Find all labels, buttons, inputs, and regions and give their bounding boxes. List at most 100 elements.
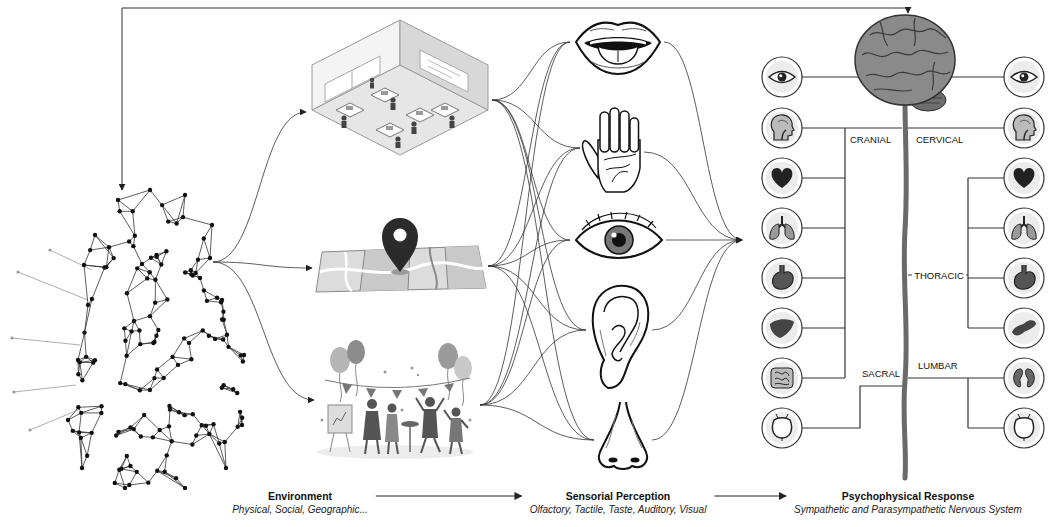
fan-line <box>488 266 586 330</box>
wireframe-figure <box>172 441 193 444</box>
organ-icon <box>1008 212 1040 244</box>
wireframe-figure <box>79 413 81 433</box>
eye-picture <box>605 226 633 254</box>
wireframe-figure <box>155 469 159 473</box>
wireframe-figure <box>192 434 209 445</box>
hand-picture <box>610 108 619 152</box>
wireframe-figure <box>165 472 185 488</box>
organ-icon <box>769 72 795 83</box>
wireframe-figure <box>223 440 227 444</box>
organ-icon <box>762 358 802 398</box>
wireframe-figure <box>146 480 150 484</box>
brain-picture <box>880 18 935 90</box>
wireframe-figure <box>76 372 80 376</box>
brain-picture <box>862 50 948 56</box>
wireframe-figure <box>198 239 204 260</box>
wireframe-figure <box>196 257 200 261</box>
wireframe-figure <box>120 356 126 383</box>
party-picture <box>409 424 411 452</box>
wireframe-figure <box>209 434 224 442</box>
map-picture <box>445 247 448 289</box>
wireframe-figure <box>123 486 127 490</box>
wireframe-figure <box>144 415 160 430</box>
wireframe-figure <box>138 388 142 392</box>
party-picture <box>365 398 468 454</box>
office-picture <box>312 20 488 155</box>
fan-line <box>492 42 570 100</box>
nose-picture <box>609 458 618 463</box>
wireframe-figure <box>161 376 165 380</box>
wireframe-figure <box>140 378 155 390</box>
office-picture <box>396 142 401 148</box>
wireframe-figure <box>85 453 89 457</box>
ear-picture <box>612 326 625 361</box>
office-picture <box>450 121 455 128</box>
wireframe-figure <box>157 428 161 432</box>
wireframe-figure <box>164 365 178 378</box>
wireframe-figure <box>224 320 227 335</box>
wireframe-figure <box>10 336 13 339</box>
organ-icon <box>1004 308 1044 348</box>
organ-icon <box>766 61 798 93</box>
wireframe-figure <box>118 190 150 200</box>
party-picture <box>425 397 435 407</box>
wireframe-figure <box>240 423 244 427</box>
mouth-picture <box>576 23 660 74</box>
party-picture <box>421 438 440 453</box>
organ-icon <box>766 162 798 194</box>
organ-icon <box>762 158 802 198</box>
organ-icon <box>1004 208 1044 248</box>
wireframe-figure <box>133 234 137 238</box>
party-picture <box>392 390 402 399</box>
wireframe-figure <box>176 363 180 367</box>
wireframe-figure <box>134 316 150 321</box>
wireframe-figure <box>155 254 159 258</box>
wireframe-figure <box>137 472 149 483</box>
wireframe-figure <box>93 358 97 362</box>
wireframe-figure <box>76 405 80 409</box>
caption-heading: Sensorial Perception <box>530 489 707 503</box>
office-picture <box>406 108 434 122</box>
wireframe-figure <box>238 410 242 414</box>
wireframe-figure <box>155 265 161 280</box>
caption-heading: Environment <box>232 489 368 503</box>
wireframe-figure <box>133 190 150 211</box>
party-picture <box>449 418 463 442</box>
party-picture <box>388 442 398 454</box>
party-picture <box>416 398 444 411</box>
spine-label: CRANIAL <box>850 134 891 145</box>
office-picture <box>428 66 452 78</box>
organ-icon <box>1004 158 1044 198</box>
organ-icon <box>1014 168 1035 188</box>
organ-icon <box>762 308 802 348</box>
wireframe-figure <box>125 291 129 295</box>
wireframe-figure <box>131 209 135 213</box>
wireframe-figure <box>208 256 212 260</box>
wireframe-figure <box>82 263 86 267</box>
organ-icon <box>762 108 802 148</box>
fan-line <box>492 100 570 240</box>
nerve-wire <box>802 178 845 378</box>
fan-line <box>664 42 742 240</box>
wireframe-figure <box>154 334 158 338</box>
wireframe-figure <box>127 239 131 243</box>
wireframe-figure <box>125 341 126 356</box>
ear-picture <box>604 297 638 352</box>
wireframe-figure <box>85 333 87 357</box>
fan-line <box>488 42 570 266</box>
organ-icon <box>766 312 798 344</box>
wireframe-figure <box>165 297 169 301</box>
office-picture <box>370 78 374 82</box>
wireframe-figure <box>73 431 92 433</box>
wireframe-figure <box>177 195 185 224</box>
wireframe-figure <box>193 271 197 275</box>
wireframe-figure <box>95 235 109 247</box>
wireframe-figure <box>204 423 208 427</box>
organ-icon <box>766 362 798 394</box>
organ-icon <box>762 57 1044 448</box>
nose-picture <box>599 402 647 469</box>
organ-icon <box>770 319 794 338</box>
party-picture <box>342 383 352 394</box>
wireframe-figure <box>211 422 215 426</box>
wireframe-figure <box>78 333 85 360</box>
